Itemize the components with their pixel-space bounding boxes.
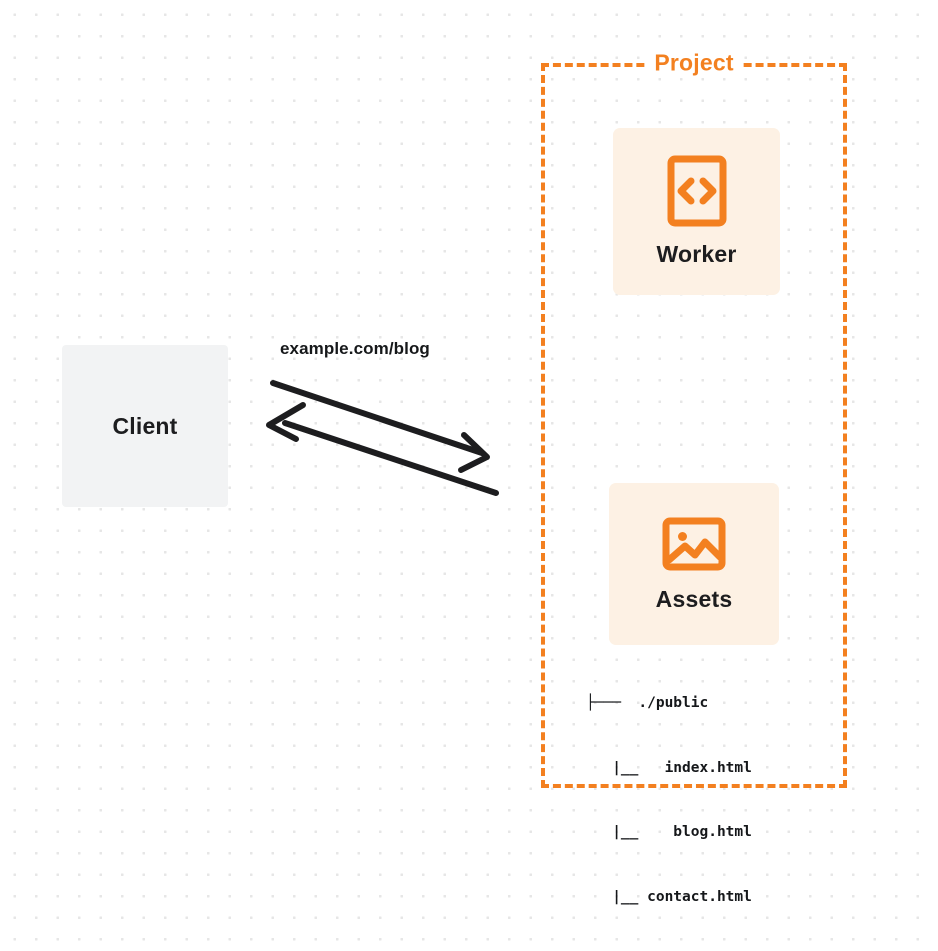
tree-row: |__ blog.html (586, 824, 752, 840)
tree-row: |__ contact.html (586, 888, 752, 905)
connection-arrows (266, 380, 499, 496)
diagram-canvas: Client example.com/blog Project Worker (62, 49, 847, 905)
code-brackets-icon (667, 155, 727, 227)
tree-row: |__ index.html (586, 759, 752, 776)
arrow-response (266, 402, 499, 496)
node-client[interactable]: Client (62, 345, 228, 507)
project-title: Project (647, 49, 741, 77)
assets-label: Assets (655, 585, 733, 612)
tree-row: ├─── ./public (586, 695, 709, 711)
image-icon (662, 516, 726, 572)
edge-label-request-url: example.com/blog (280, 339, 430, 358)
node-assets[interactable]: Assets (609, 483, 779, 645)
assets-file-tree: ├─── ./public |__ index.html |__ blog.ht… (586, 650, 752, 951)
node-worker[interactable]: Worker (613, 128, 780, 295)
project-group: Project (541, 49, 847, 788)
worker-label: Worker (656, 241, 737, 267)
arrow-request (270, 380, 490, 473)
client-label: Client (112, 412, 178, 439)
